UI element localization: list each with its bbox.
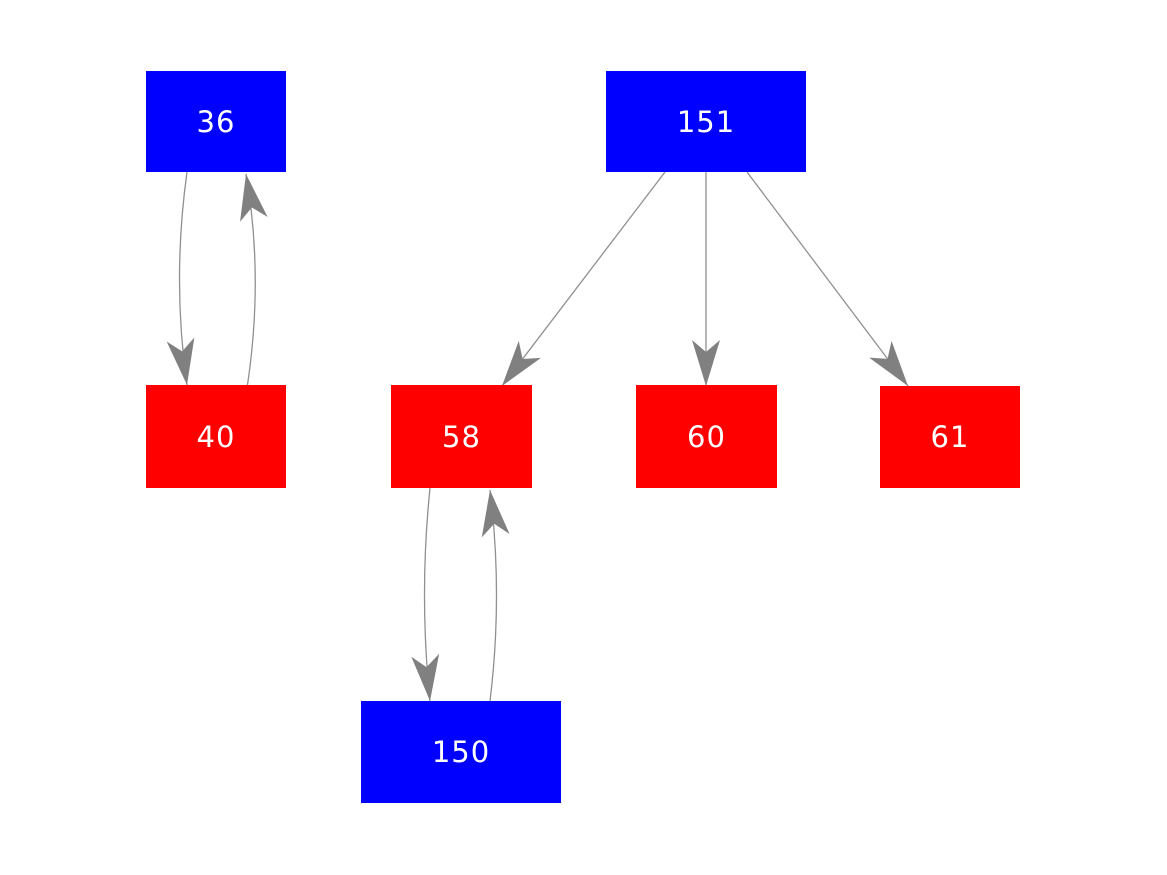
- arrowhead-40-36: [240, 174, 268, 222]
- node-label-36: 36: [196, 104, 236, 139]
- graph-node-151: 151: [606, 71, 806, 172]
- node-label-61: 61: [930, 420, 970, 454]
- arrowhead-151-58: [502, 340, 542, 386]
- arrowhead-151-61: [869, 340, 908, 386]
- arrowhead-36-40: [166, 337, 195, 385]
- graph-node-60: 60: [636, 385, 777, 488]
- node-label-151: 151: [676, 104, 736, 139]
- arrowhead-151-60: [692, 340, 720, 386]
- edge-151-58: [501, 171, 666, 387]
- graph-node-150: 150: [361, 701, 561, 803]
- graph-node-36: 36: [146, 71, 286, 172]
- graph-node-61: 61: [880, 386, 1020, 488]
- node-label-58: 58: [442, 419, 481, 454]
- arrowhead-150-58: [481, 490, 510, 538]
- node-label-150: 150: [431, 735, 491, 769]
- graph-node-58: 58: [391, 385, 532, 488]
- graph-node-40: 40: [146, 385, 286, 488]
- node-label-40: 40: [196, 419, 236, 454]
- node-label-60: 60: [687, 419, 726, 454]
- edge-151-61: [746, 171, 909, 387]
- arrowhead-58-150: [411, 653, 440, 701]
